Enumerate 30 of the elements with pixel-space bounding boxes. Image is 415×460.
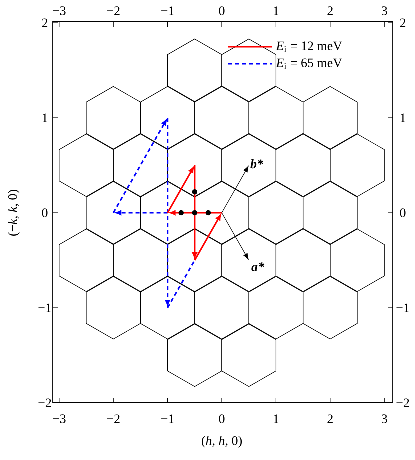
tick-label: −1 xyxy=(162,6,174,16)
tick-label: 0 xyxy=(219,414,225,424)
axis-label: (h, h, 0) xyxy=(202,436,242,448)
tick-label: 2 xyxy=(400,18,406,28)
tick-label: 0 xyxy=(219,6,225,16)
tick-label: −2 xyxy=(396,398,410,408)
tick-label: 1 xyxy=(42,114,48,122)
tick-label: −3 xyxy=(53,6,66,16)
tick-label: −2 xyxy=(38,398,52,408)
legend-label: E$_{i}$ = 12 meV xyxy=(276,42,342,52)
tick-label: 1 xyxy=(400,114,406,122)
tick-label: 3 xyxy=(382,6,388,16)
tick-label: 0 xyxy=(400,208,406,218)
tick-label: 3 xyxy=(382,414,388,424)
tick-label: −3 xyxy=(53,414,66,424)
tick-label: −1 xyxy=(162,414,174,424)
vector-label: a* xyxy=(252,262,265,272)
tick-label: −2 xyxy=(107,414,120,424)
tick-label: −1 xyxy=(38,304,52,312)
tick-label: −2 xyxy=(107,6,120,16)
tick-label: 2 xyxy=(328,414,333,424)
tick-label: 1 xyxy=(274,6,279,16)
tick-label: 1 xyxy=(274,414,279,424)
tick-label: 2 xyxy=(42,18,48,28)
vector-label: b* xyxy=(250,159,264,169)
axis-label: (−k, k, 0) xyxy=(8,190,20,236)
tick-label: 0 xyxy=(42,208,48,218)
legend-label: E$_{i}$ = 65 meV xyxy=(276,58,342,70)
tick-label: 2 xyxy=(328,6,333,16)
tick-label: −1 xyxy=(396,304,410,312)
